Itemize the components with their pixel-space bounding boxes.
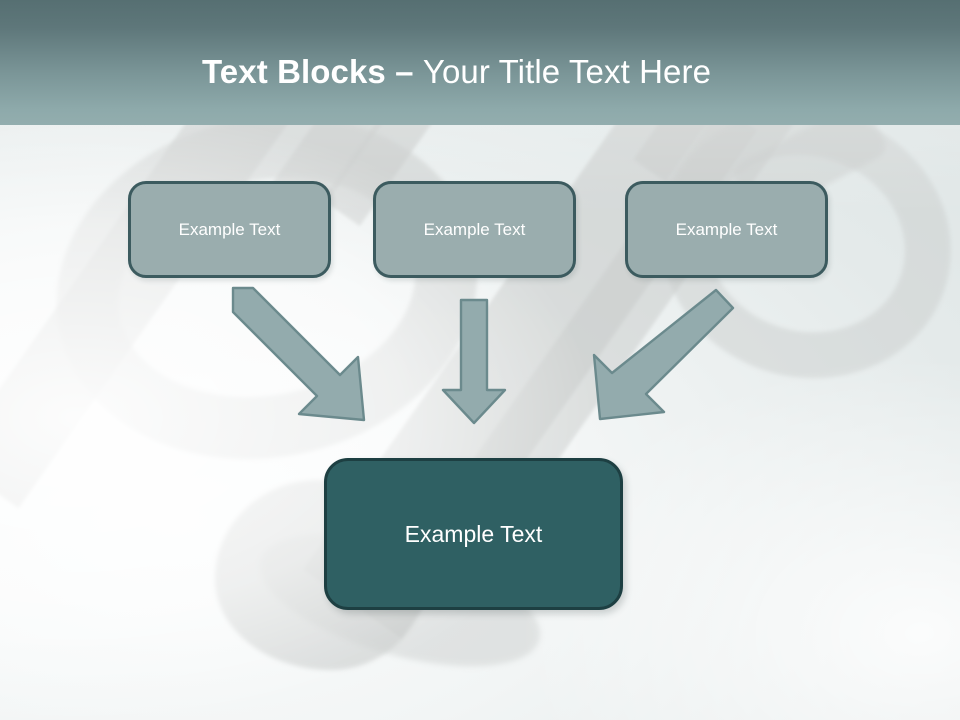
text-block-2-label: Example Text (423, 219, 526, 239)
text-block-3[interactable]: Example Text (625, 181, 828, 278)
text-block-1[interactable]: Example Text (128, 181, 331, 278)
text-block-1-label: Example Text (178, 219, 281, 239)
text-block-result[interactable]: Example Text (324, 458, 623, 610)
slide-header: Text Blocks – Your Title Text Here (0, 0, 960, 125)
text-block-result-label: Example Text (404, 520, 543, 547)
page-title-dash: – (385, 53, 423, 90)
page-title-strong: Text Blocks (202, 53, 386, 90)
text-block-3-label: Example Text (675, 219, 778, 239)
page-title-rest: Your Title Text Here (422, 53, 712, 90)
text-block-2[interactable]: Example Text (373, 181, 576, 278)
page-title: Text Blocks – Your Title Text Here (202, 52, 711, 92)
